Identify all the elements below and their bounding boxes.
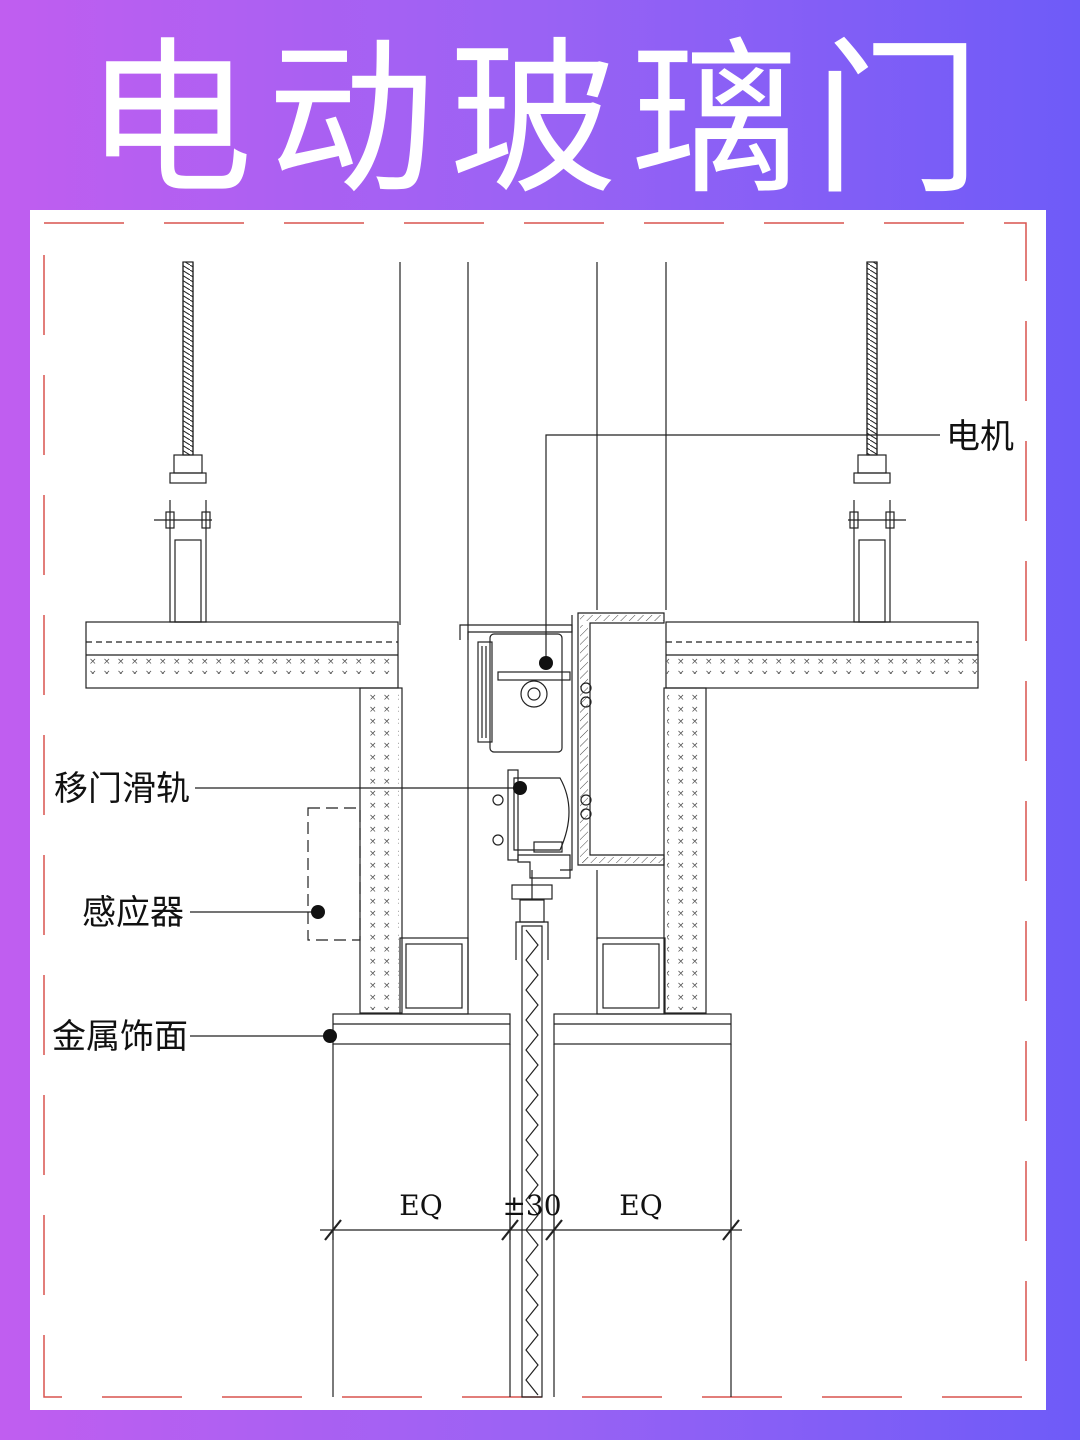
sensor-dot: [311, 905, 325, 919]
dim-left: EQ: [399, 1189, 442, 1222]
dim-right: EQ: [619, 1189, 662, 1222]
drawing-panel: ×: [30, 210, 1046, 1410]
finish-label: 金属饰面: [52, 1017, 188, 1057]
track-label: 移门滑轨: [54, 769, 190, 809]
structure-lines: [85, 261, 979, 1398]
sensor-label: 感应器: [82, 893, 184, 933]
section-drawing: ×: [43, 222, 1027, 1398]
page-title: 电动玻璃门: [85, 21, 995, 218]
dim-middle: ±30: [502, 1189, 561, 1222]
motor-dot: [539, 656, 553, 670]
track-dot: [513, 781, 527, 795]
motor-label: 电机: [946, 417, 1014, 457]
finish-dot: [323, 1029, 337, 1043]
